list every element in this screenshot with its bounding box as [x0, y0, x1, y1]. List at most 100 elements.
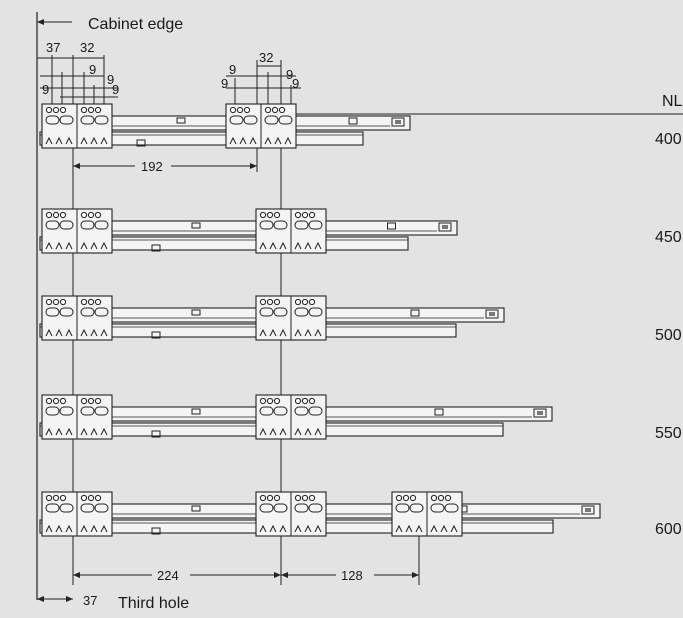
tab-icon [136, 139, 146, 147]
end-stop-icon [533, 408, 547, 418]
screw-hole-icon [52, 397, 60, 405]
slot-hole-icon [259, 307, 274, 317]
arrow-mark-icon [430, 524, 438, 533]
arrow-mark-icon [249, 136, 257, 145]
arrow-mark-icon [294, 427, 302, 436]
top-dimensions [37, 55, 301, 104]
slot-hole-icon [80, 307, 95, 317]
slot-hole-icon [59, 307, 74, 317]
arrow-mark-icon [259, 241, 267, 250]
slot-hole-icon [45, 503, 60, 513]
arrow-mark-icon [80, 136, 88, 145]
slot-hole-icon [259, 503, 274, 513]
screw-hole-icon [259, 298, 267, 306]
arrow-mark-icon [440, 524, 448, 533]
dim-224-label: 224 [157, 568, 179, 583]
arrow-mark-icon [294, 524, 302, 533]
mounting-bracket-2 [255, 491, 327, 537]
arrow-mark-icon [304, 427, 312, 436]
slot-hole-icon [308, 307, 323, 317]
arrow-mark-icon [65, 136, 73, 145]
arrow-mark-icon [55, 136, 63, 145]
runner-row-3 [39, 295, 505, 341]
arrow-mark-icon [279, 328, 287, 337]
dim-37-top: 37 [46, 40, 60, 55]
slot-hole-icon [294, 406, 309, 416]
slot-hole-icon [259, 220, 274, 230]
screw-hole-icon [45, 397, 53, 405]
screw-hole-icon [87, 494, 95, 502]
slot-hole-icon [259, 406, 274, 416]
mounting-bracket-1 [41, 491, 113, 537]
arrow-mark-icon [269, 241, 277, 250]
screw-hole-icon [87, 298, 95, 306]
screw-hole-icon [395, 494, 403, 502]
arrow-mark-icon [80, 524, 88, 533]
screw-hole-icon [87, 211, 95, 219]
arrow-mark-icon [264, 136, 272, 145]
screw-hole-icon [236, 106, 244, 114]
runner-row-1 [39, 103, 411, 149]
screw-hole-icon [259, 397, 267, 405]
screw-hole-icon [294, 211, 302, 219]
screw-hole-icon [264, 106, 272, 114]
screw-hole-icon [266, 211, 274, 219]
screw-hole-icon [52, 106, 60, 114]
screw-hole-icon [259, 494, 267, 502]
arrow-mark-icon [304, 328, 312, 337]
tab-icon [191, 222, 201, 229]
slot-hole-icon [229, 115, 244, 125]
slot-hole-icon [273, 406, 288, 416]
screw-hole-icon [301, 494, 309, 502]
tab-icon [410, 309, 420, 317]
slot-hole-icon [94, 503, 109, 513]
arrow-mark-icon [395, 524, 403, 533]
dim-9-h: 9 [292, 76, 299, 91]
arrow-mark-icon [229, 136, 237, 145]
screw-hole-icon [45, 298, 53, 306]
screw-hole-icon [80, 494, 88, 502]
arrow-mark-icon [100, 136, 108, 145]
screw-hole-icon [94, 397, 102, 405]
screw-hole-icon [308, 211, 316, 219]
arrow-mark-icon [279, 241, 287, 250]
dim-9-a: 9 [89, 62, 96, 77]
slot-hole-icon [294, 503, 309, 513]
dim-9-f: 9 [286, 67, 293, 82]
slot-hole-icon [308, 503, 323, 513]
dim-32-top-right: 32 [259, 50, 273, 65]
slot-hole-icon [308, 220, 323, 230]
arrow-mark-icon [279, 524, 287, 533]
mounting-bracket-2 [225, 103, 297, 149]
screw-hole-icon [45, 106, 53, 114]
arrow-mark-icon [415, 524, 423, 533]
screw-hole-icon [273, 397, 281, 405]
slot-hole-icon [80, 220, 95, 230]
screw-hole-icon [430, 494, 438, 502]
mounting-bracket-3 [391, 491, 463, 537]
tab-icon [387, 222, 396, 230]
screw-hole-icon [87, 106, 95, 114]
slot-hole-icon [273, 220, 288, 230]
screw-hole-icon [87, 397, 95, 405]
dim-9-d: 9 [112, 82, 119, 97]
screw-hole-icon [94, 494, 102, 502]
arrow-mark-icon [314, 524, 322, 533]
tab-icon [151, 430, 161, 438]
screw-hole-icon [294, 494, 302, 502]
screw-hole-icon [229, 106, 237, 114]
slot-hole-icon [94, 220, 109, 230]
runner-row-2 [39, 208, 458, 254]
screw-hole-icon [59, 298, 67, 306]
end-stop-icon [485, 309, 499, 319]
arrow-mark-icon [314, 328, 322, 337]
runner-row-4 [39, 394, 553, 440]
arrow-mark-icon [65, 328, 73, 337]
arrow-mark-icon [65, 241, 73, 250]
screw-hole-icon [52, 211, 60, 219]
arrow-mark-icon [100, 427, 108, 436]
dim-9-c: 9 [42, 82, 49, 97]
dim-32-top-left: 32 [80, 40, 94, 55]
screw-hole-icon [45, 494, 53, 502]
